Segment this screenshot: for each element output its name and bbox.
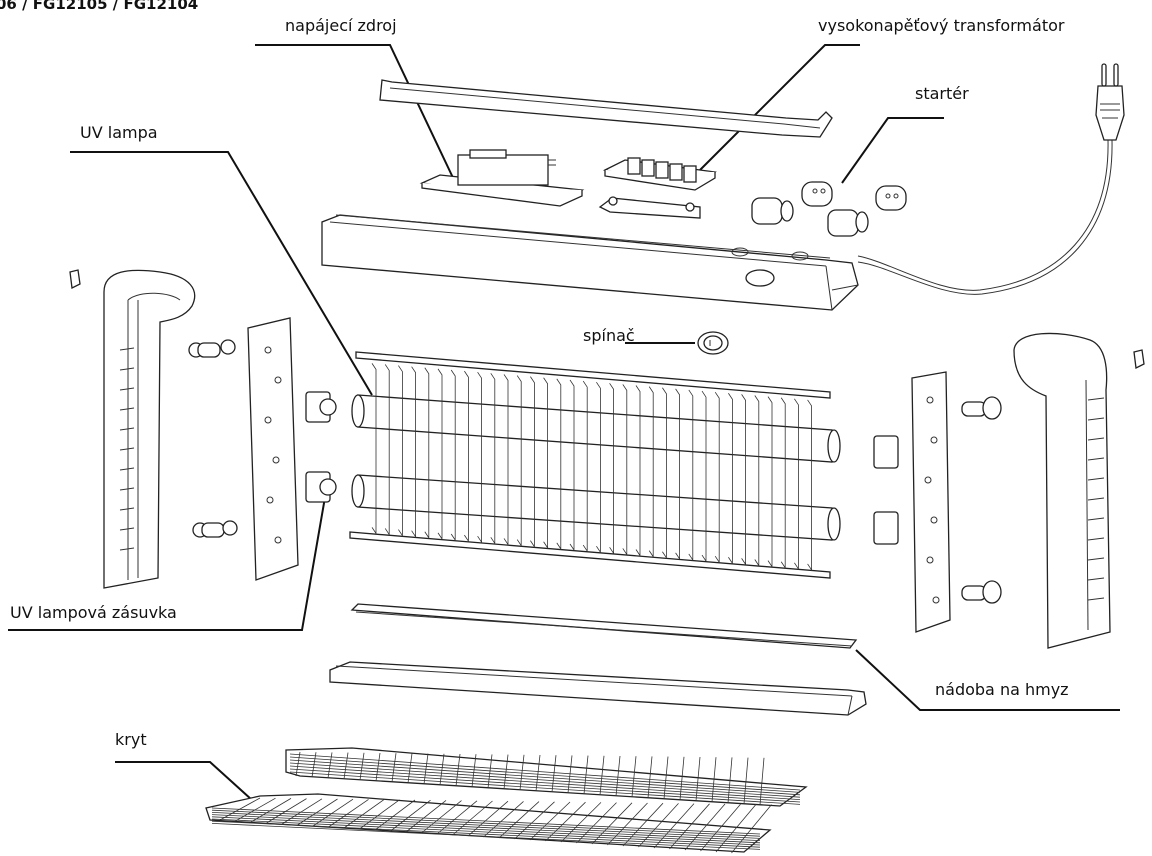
label-cover: kryt [115,730,253,801]
label-cover-text: kryt [115,730,147,749]
uv-lamp-grid-assembly [349,351,841,579]
label-power-supply: napájecí zdroj [255,16,456,183]
label-hv-transformer: vysokonapěťový transformátor [699,16,1065,171]
switch-part [697,331,729,355]
bottom-channel-part [329,661,867,716]
label-uv-lamp-socket: UV lampová zásuvka [8,479,329,631]
left-end-cap [69,269,196,589]
label-starter: startér [841,84,969,184]
label-power-supply-text: napájecí zdroj [285,16,397,35]
uv-lamp-socket-left [305,391,337,503]
top-housing-cover [379,79,833,138]
uv-lamp-socket-right [873,435,899,545]
right-screws [961,396,1002,604]
cover-grille-bottom [205,793,772,854]
right-end-cap [1013,332,1145,649]
main-channel-housing [321,214,859,311]
power-supply-part [419,149,585,207]
power-cord-part [857,63,1125,295]
label-insect-tray: nádoba na hmyz [855,649,1120,711]
label-insect-tray-text: nádoba na hmyz [935,680,1069,699]
label-starter-text: startér [915,84,969,103]
starter-parts [751,181,907,237]
label-switch: spínač [583,326,695,345]
left-screws [188,339,238,538]
hv-transformer-part [602,157,717,191]
label-hv-transformer-text: vysokonapěťový transformátor [818,16,1065,35]
model-title: 06 / FG12105 / FG12104 [0,0,198,13]
cover-grille-top [285,747,808,807]
label-uv-lamp: UV lampa [70,123,373,396]
label-uv-lamp-text: UV lampa [80,123,158,142]
label-switch-text: spínač [583,326,635,345]
left-mounting-plate [247,317,299,581]
label-uv-lamp-socket-text: UV lampová zásuvka [10,603,177,622]
terminal-block-part [598,196,701,219]
right-mounting-plate [911,371,951,633]
insect-tray-part [350,603,858,649]
